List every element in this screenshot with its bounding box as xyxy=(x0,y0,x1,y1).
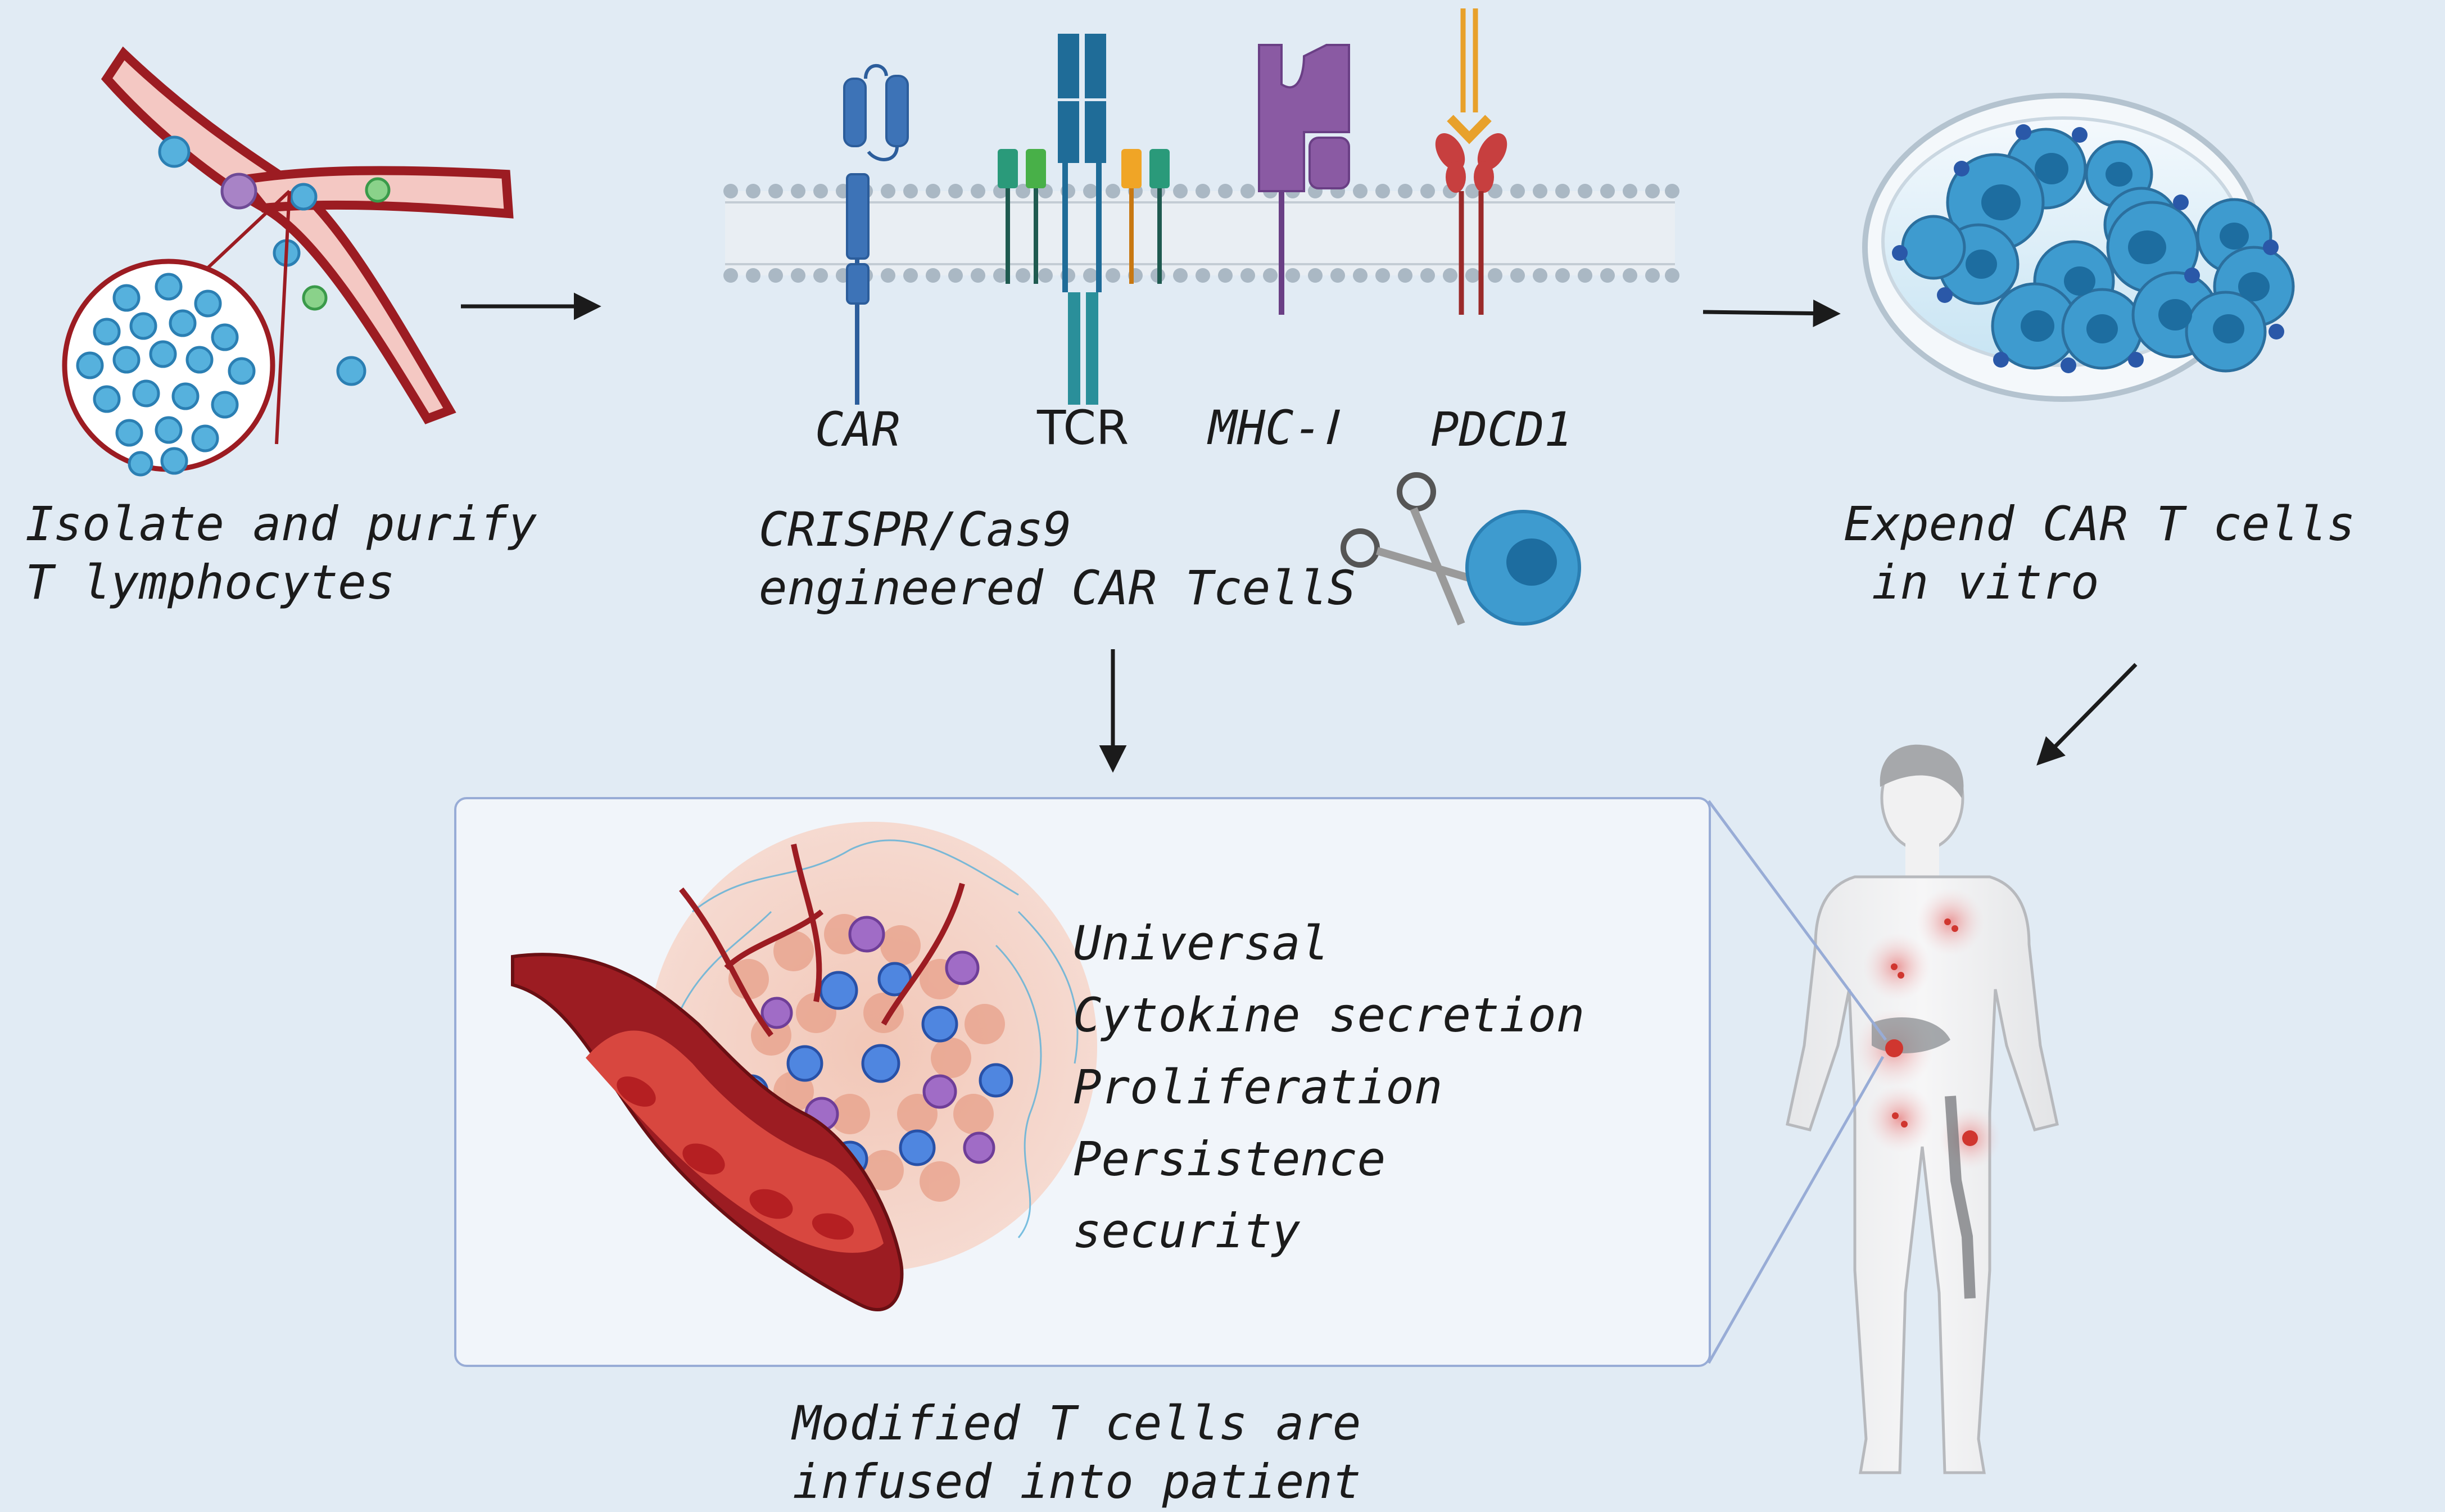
callout-line-top xyxy=(1707,800,1887,1041)
pdcd1-label: PDCD1 xyxy=(1430,402,1573,457)
feature-security: security xyxy=(1073,1203,1301,1259)
expand-label: Expend CAR T cells in vitro xyxy=(1844,495,2355,612)
patient-figure xyxy=(1786,744,2059,1474)
isolate-label-line1: Isolate and purify xyxy=(25,496,537,551)
mhc-i-molecule xyxy=(1258,44,1350,315)
tcr-complex xyxy=(998,34,1170,405)
engineer-label: CRISPR/Cas9 engineered CAR TcellS xyxy=(759,500,1356,617)
expand-label-line2: in vitro xyxy=(1872,555,2099,610)
car-label: CAR xyxy=(815,402,900,457)
engineer-label-line2: engineered CAR TcellS xyxy=(759,560,1356,615)
engineer-label-line1: CRISPR/Cas9 xyxy=(759,502,1072,557)
feature-list: Universal Cytokine secretion Proliferati… xyxy=(1073,907,1584,1267)
infusion-panel: Universal Cytokine secretion Proliferati… xyxy=(454,797,1711,1367)
tcr-label: TCR xyxy=(1037,400,1129,455)
infuse-label: Modified T cells are infused into patien… xyxy=(793,1394,1361,1511)
feature-proliferation: Proliferation xyxy=(1073,1060,1443,1115)
feature-universal: Universal xyxy=(1073,916,1329,971)
expand-label-line1: Expend CAR T cells xyxy=(1844,496,2356,551)
infuse-label-line2: infused into patient xyxy=(793,1454,1361,1509)
arrow-to-expansion xyxy=(1703,300,1841,327)
isolate-label: Isolate and purify T lymphocytes xyxy=(25,495,537,612)
blood-vessel-illustration xyxy=(62,46,514,477)
callout-line-bottom xyxy=(1707,1056,1885,1364)
arrow-to-patient xyxy=(2036,663,2138,766)
feature-cytokine-secretion: Cytokine secretion xyxy=(1073,988,1585,1043)
t-cell-icon xyxy=(1465,510,1581,626)
pdcd1-receptor xyxy=(1435,8,1507,315)
mhc-label: MHC-Ⅰ xyxy=(1208,400,1337,455)
isolate-label-line2: T lymphocytes xyxy=(25,555,395,610)
tumor-illustration xyxy=(511,822,1097,1311)
scissors-icon xyxy=(1341,472,1474,626)
infuse-label-line1: Modified T cells are xyxy=(793,1396,1361,1451)
car-receptor xyxy=(843,64,909,405)
petri-dish xyxy=(1862,93,2295,402)
feature-persistence: Persistence xyxy=(1073,1131,1386,1187)
